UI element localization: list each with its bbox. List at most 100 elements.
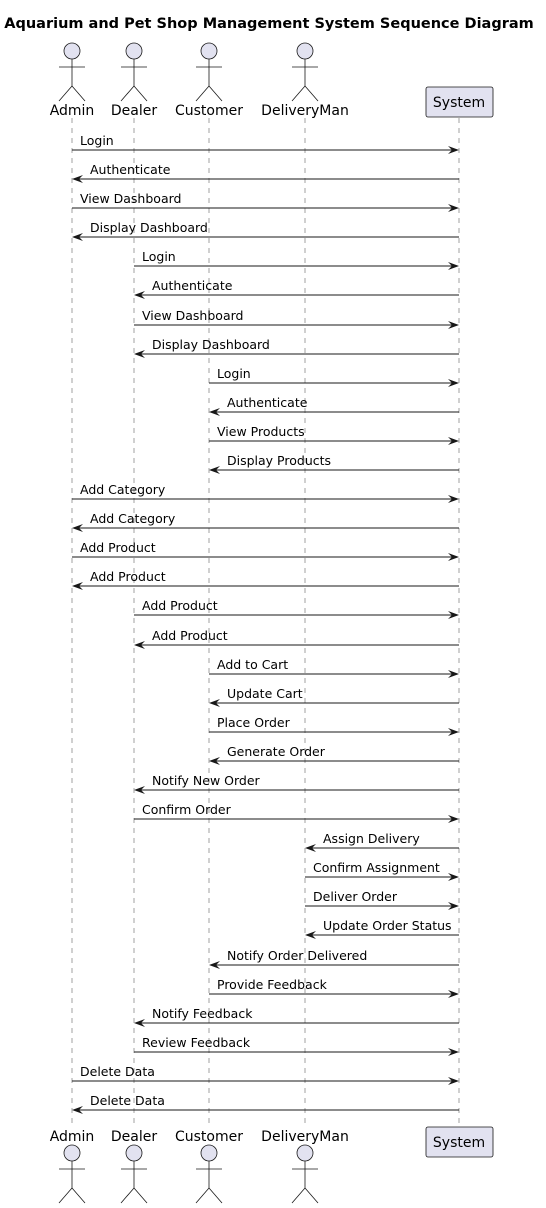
- message: Generate Order: [209, 744, 459, 765]
- participant-label: Dealer: [111, 103, 157, 119]
- participant-system-bottom: System: [425, 1126, 494, 1158]
- arrowhead-icon: [209, 466, 220, 474]
- message: Add Product: [72, 540, 459, 561]
- message-label: Confirm Order: [142, 802, 232, 817]
- participant-label: Admin: [50, 103, 95, 119]
- arrowhead-icon: [134, 641, 145, 649]
- arrowhead-icon: [305, 844, 316, 852]
- message: Notify Order Delivered: [209, 948, 459, 969]
- message: Place Order: [209, 715, 459, 736]
- message-label: Authenticate: [90, 162, 171, 177]
- arrowhead-icon: [448, 902, 459, 910]
- message-label: Notify New Order: [152, 773, 261, 788]
- arrowhead-icon: [72, 524, 83, 532]
- message: Delete Data: [72, 1064, 459, 1085]
- message: Provide Feedback: [209, 977, 459, 998]
- arrowhead-icon: [448, 728, 459, 736]
- participant-admin-top: Admin: [50, 42, 95, 119]
- actor-icon: [291, 42, 319, 102]
- arrowhead-icon: [134, 291, 145, 299]
- message-label: Login: [142, 249, 176, 264]
- participant-label: Admin: [50, 1129, 95, 1145]
- arrowhead-icon: [134, 786, 145, 794]
- message: Add Product: [134, 598, 459, 619]
- message-label: Add Category: [80, 482, 166, 497]
- message-label: Login: [217, 366, 251, 381]
- message: View Products: [209, 424, 459, 445]
- arrowhead-icon: [448, 146, 459, 154]
- message-label: Assign Delivery: [323, 831, 420, 846]
- participant-admin-bottom: Admin: [50, 1129, 95, 1204]
- message: Display Dashboard: [72, 220, 459, 241]
- participant-label: Dealer: [111, 1129, 157, 1145]
- lifelines: [71, 118, 460, 1127]
- message-label: Add Product: [80, 540, 156, 555]
- arrowhead-icon: [209, 757, 220, 765]
- participant-label: DeliveryMan: [261, 103, 349, 119]
- message-label: Delete Data: [90, 1093, 165, 1108]
- arrowhead-icon: [72, 175, 83, 183]
- message-label: Add to Cart: [217, 657, 288, 672]
- arrowhead-icon: [448, 204, 459, 212]
- arrowhead-icon: [209, 408, 220, 416]
- message: Update Cart: [209, 686, 459, 707]
- diagram-title: Aquarium and Pet Shop Management System …: [4, 16, 534, 32]
- participant-label: Customer: [175, 103, 243, 119]
- message-label: View Products: [217, 424, 305, 439]
- participant-dealer-top: Dealer: [111, 42, 157, 119]
- message-label: Authenticate: [227, 395, 308, 410]
- message-label: Update Order Status: [323, 918, 452, 933]
- participant-box: [425, 86, 494, 118]
- message: Review Feedback: [134, 1035, 459, 1056]
- participant-dealer-bottom: Dealer: [111, 1129, 157, 1204]
- message: Login: [209, 366, 459, 387]
- message: Authenticate: [209, 395, 459, 416]
- participant-label: System: [433, 95, 485, 111]
- message-label: Generate Order: [227, 744, 326, 759]
- participant-deliveryman-top: DeliveryMan: [261, 42, 349, 119]
- actor-icon: [120, 1144, 148, 1204]
- message-label: Authenticate: [152, 278, 233, 293]
- arrowhead-icon: [72, 582, 83, 590]
- message-label: Delete Data: [80, 1064, 155, 1079]
- arrowhead-icon: [209, 961, 220, 969]
- message-label: Notify Feedback: [152, 1006, 253, 1021]
- arrowhead-icon: [448, 1048, 459, 1056]
- message: View Dashboard: [72, 191, 459, 212]
- arrowhead-icon: [448, 1077, 459, 1085]
- arrowhead-icon: [134, 350, 145, 358]
- message: Add Category: [72, 511, 459, 532]
- arrowhead-icon: [134, 1019, 145, 1027]
- participant-label: DeliveryMan: [261, 1129, 349, 1145]
- arrowhead-icon: [448, 990, 459, 998]
- message: Deliver Order: [305, 889, 459, 910]
- participants-bottom: Admin Dealer Customer DeliveryMan System: [50, 1126, 494, 1204]
- participants-top: Admin Dealer Customer DeliveryMan System: [50, 42, 494, 119]
- message: Update Order Status: [305, 918, 459, 939]
- participant-deliveryman-bottom: DeliveryMan: [261, 1129, 349, 1204]
- message: Authenticate: [72, 162, 459, 183]
- message: Notify Feedback: [134, 1006, 459, 1027]
- arrowhead-icon: [448, 611, 459, 619]
- message-label: Add Product: [152, 628, 228, 643]
- message-label: Add Category: [90, 511, 176, 526]
- arrowhead-icon: [305, 931, 316, 939]
- message-label: Display Dashboard: [90, 220, 208, 235]
- message: Confirm Order: [134, 802, 459, 823]
- arrowhead-icon: [209, 699, 220, 707]
- actor-icon: [195, 1144, 223, 1204]
- arrowhead-icon: [448, 321, 459, 329]
- participant-label: System: [433, 1135, 485, 1151]
- message: Display Products: [209, 453, 459, 474]
- message-label: Add Product: [142, 598, 218, 613]
- message-label: Confirm Assignment: [313, 860, 440, 875]
- message: Add Product: [72, 569, 459, 590]
- actor-icon: [120, 42, 148, 102]
- message: Assign Delivery: [305, 831, 459, 852]
- arrowhead-icon: [448, 873, 459, 881]
- participant-customer-bottom: Customer: [175, 1129, 243, 1204]
- message: Login: [134, 249, 459, 270]
- message-label: Review Feedback: [142, 1035, 251, 1050]
